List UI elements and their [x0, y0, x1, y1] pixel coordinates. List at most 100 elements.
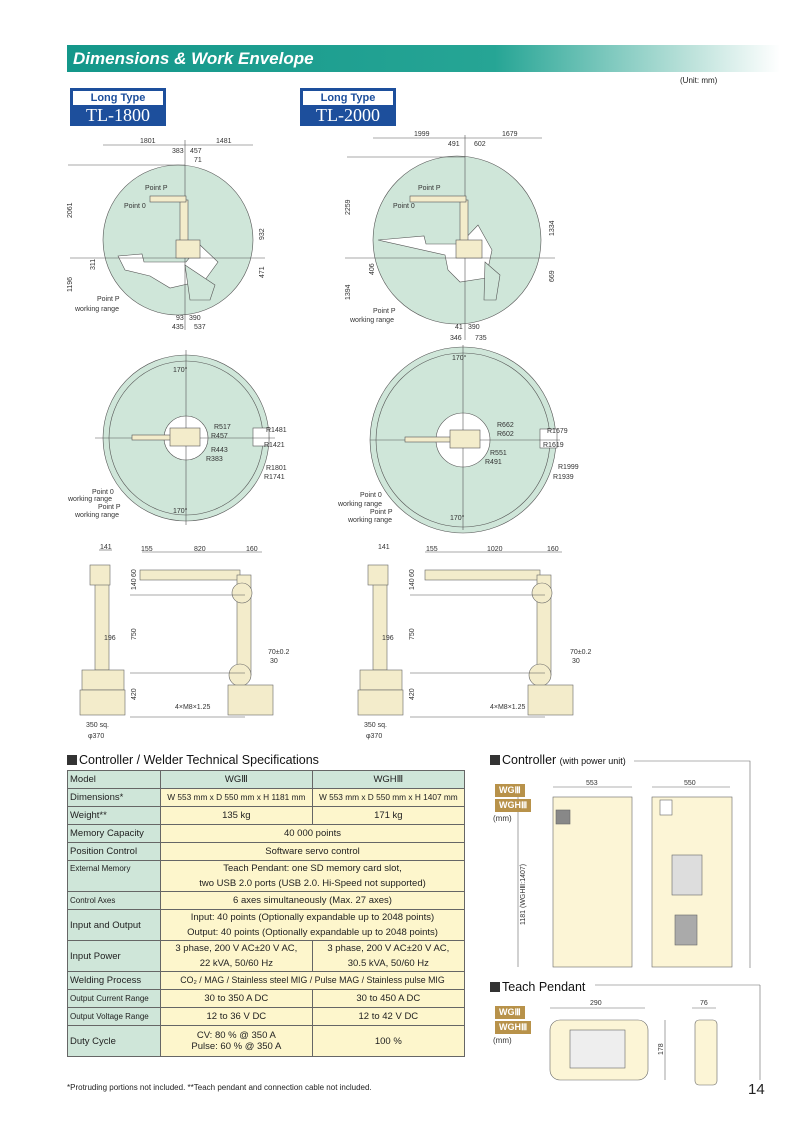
cell: Teach Pendant: one SD memory card slot,t… — [160, 860, 465, 892]
unit-label: (mm) — [493, 1036, 512, 1045]
angle-label: 170° — [452, 354, 467, 362]
dim-label: 2259 — [345, 199, 352, 215]
model-badge-wgh3: WGHⅢ — [495, 1021, 532, 1034]
side-view-tl1800-labels: 141 155 820 160 140 60 750 196 70±0.2 30… — [86, 544, 289, 740]
cell: 3 phase, 200 V AC±20 V AC, 22 kVA, 50/60 … — [160, 940, 313, 972]
pendant-title: Teach Pendant — [502, 980, 586, 994]
controller-drawing — [517, 760, 761, 1086]
point-label: Point P — [373, 308, 396, 315]
cell-line: 3 phase, 200 V AC±20 V AC, — [327, 943, 450, 954]
cell: 40 000 points — [160, 824, 465, 843]
dim-label: 350 sq. — [364, 722, 387, 729]
dim-label: 820 — [194, 546, 206, 553]
bolt-label: 4×M8×1.25 — [175, 704, 211, 711]
dim-label: 390 — [468, 324, 480, 331]
dim-label: 70±0.2 — [268, 649, 289, 656]
point-label: Point 0 — [124, 203, 146, 210]
cell: 3 phase, 200 V AC±20 V AC,30.5 kVA, 50/6… — [311, 940, 466, 972]
point-label: Point 0 — [393, 203, 415, 210]
dim-label: 735 — [475, 335, 487, 342]
dim-label: 553 — [586, 780, 598, 787]
model-name: TL-2000 — [316, 105, 380, 125]
point-label: Point 0 — [360, 492, 382, 499]
dim-label: 70±0.2 — [570, 649, 591, 656]
envelope-top-tl2000 — [369, 345, 560, 534]
radius-label: R1679 — [547, 428, 568, 435]
dim-label: 420 — [131, 688, 138, 700]
model-badge-tl1800: Long Type TL-1800 — [70, 88, 166, 126]
dim-label: φ370 — [366, 733, 382, 740]
cell: 30 to 350 A DC — [160, 989, 313, 1008]
envelope-top-tl2000-labels: 170° 170° R662 R602 R1679 R1619 R551 R49… — [337, 354, 579, 524]
bolt-label: 4×M8×1.25 — [490, 704, 526, 711]
section-header: Dimensions & Work Envelope — [67, 45, 780, 72]
dim-label: 30 — [572, 658, 580, 665]
dim-label: 141 — [100, 544, 112, 551]
dim-label: 537 — [194, 324, 206, 331]
dim-label: 160 — [246, 546, 258, 553]
header-cell: Model — [67, 770, 161, 789]
cell: 100 % — [311, 1025, 466, 1057]
dim-label: 932 — [259, 228, 266, 240]
dim-label: 196 — [104, 635, 116, 642]
dim-label: 155 — [426, 546, 438, 553]
spec-section-title: Controller / Welder Technical Specificat… — [67, 753, 319, 767]
cell-line: Output: 40 points (Optionally expandable… — [187, 927, 438, 938]
dim-label: 383 — [172, 148, 184, 155]
range-label: working range — [67, 496, 112, 503]
spec-title: Controller / Welder Technical Specificat… — [79, 753, 319, 767]
radius-label: R443 — [211, 447, 228, 454]
row-label: Weight** — [67, 806, 161, 825]
dim-label: 471 — [259, 266, 266, 278]
dim-label: 141 — [378, 544, 390, 551]
dim-label: 196 — [382, 635, 394, 642]
controller-subtitle: (with power unit) — [559, 756, 626, 766]
dim-label: 406 — [369, 263, 376, 275]
dim-label: 76 — [700, 1000, 708, 1007]
cell: 12 to 36 V DC — [160, 1007, 313, 1026]
cell-line: 3 phase, 200 V AC±20 V AC, — [175, 943, 298, 954]
cell-line: 22 kVA, 50/60 Hz — [199, 958, 273, 969]
side-view-tl2000 — [357, 551, 574, 718]
pendant-section-title: Teach Pendant — [490, 980, 585, 994]
point-label: Point 0 — [92, 489, 114, 496]
radius-label: R383 — [206, 456, 223, 463]
model-name: TL-1800 — [86, 105, 150, 125]
row-label: Output Current Range — [67, 989, 161, 1008]
cell: Software servo control — [160, 842, 465, 861]
envelope-side-tl2000-labels: 1999 1679 491 602 2259 1394 406 1334 669… — [345, 131, 556, 342]
dim-label: 457 — [190, 148, 202, 155]
range-label: working range — [337, 501, 382, 508]
range-label: working range — [347, 517, 392, 524]
row-label: Duty Cycle — [67, 1025, 161, 1057]
cell: W 553 mm x D 550 mm x H 1181 mm — [160, 788, 313, 807]
side-view-tl2000-labels: 141 155 1020 160 140 60 750 196 70±0.2 3… — [364, 544, 591, 740]
dim-label: 750 — [409, 628, 416, 640]
dim-label: 1196 — [67, 277, 74, 292]
envelope-side-tl2000 — [345, 135, 555, 340]
dim-label: 491 — [448, 141, 460, 148]
row-label: Output Voltage Range — [67, 1007, 161, 1026]
row-label: Memory Capacity — [67, 824, 161, 843]
dim-label: 390 — [189, 315, 201, 322]
dim-label: 155 — [141, 546, 153, 553]
cell: 6 axes simultaneously (Max. 27 axes) — [160, 891, 465, 910]
dim-label: 435 — [172, 324, 184, 331]
dim-label: 178 — [658, 1043, 665, 1055]
dim-label: 346 — [450, 335, 462, 342]
dim-label: 60 — [409, 569, 416, 577]
dim-label: 350 sq. — [86, 722, 109, 729]
model-badge-wgh3: WGHⅢ — [495, 799, 532, 812]
model-badge-wg3: WGⅢ — [495, 784, 525, 797]
radius-label: R602 — [497, 431, 514, 438]
